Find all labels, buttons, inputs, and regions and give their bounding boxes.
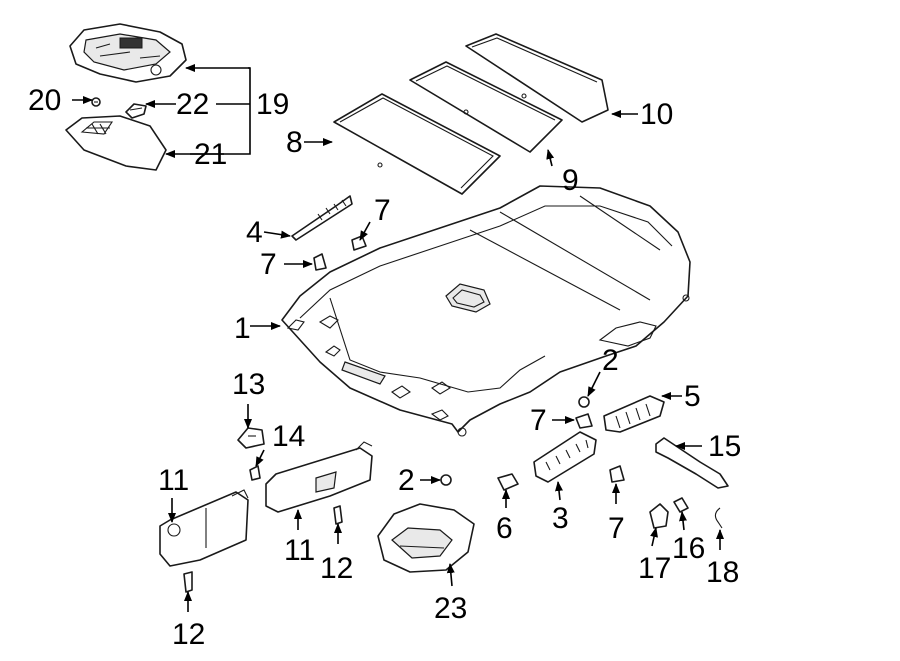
bracket-5 — [603, 395, 665, 433]
callout-2-upper: 2 — [602, 344, 619, 377]
callout-5: 5 — [684, 380, 701, 413]
callout-12-left: 12 — [172, 618, 205, 651]
callout-7-left: 7 — [260, 248, 277, 281]
callout-labels: 1 2 2 3 4 5 6 7 7 7 7 8 9 10 11 11 12 12… — [28, 84, 741, 651]
callout-15: 15 — [708, 430, 741, 463]
callout-11-right: 11 — [284, 534, 315, 567]
callout-19: 19 — [256, 88, 289, 121]
headliner-panel — [281, 185, 691, 437]
callout-20: 20 — [28, 84, 61, 117]
callout-23: 23 — [434, 592, 467, 625]
visor-screw-12-left — [183, 571, 193, 593]
callout-14: 14 — [272, 420, 305, 453]
retainer-6 — [497, 473, 519, 491]
grab-handle-15 — [655, 437, 729, 489]
callout-7-lower: 7 — [608, 512, 625, 545]
dome-light-lens — [65, 115, 167, 171]
callout-11-left: 11 — [158, 464, 189, 497]
callout-1: 1 — [234, 312, 251, 345]
clip-7-lower — [609, 465, 625, 483]
dome-light-bulb — [125, 103, 147, 119]
callout-2-lower: 2 — [398, 464, 415, 497]
visor-screw-12-right — [333, 505, 343, 525]
cap-17 — [649, 503, 669, 529]
clip-7-left — [313, 253, 327, 271]
leader-lines — [72, 64, 724, 612]
sun-visor-right — [265, 441, 373, 513]
callout-22: 22 — [176, 88, 209, 121]
callout-3: 3 — [552, 502, 569, 535]
callout-7-mid: 7 — [530, 404, 547, 437]
bracket-3 — [533, 431, 597, 483]
dome-light-housing — [69, 23, 187, 83]
hook-18 — [714, 507, 723, 529]
roof-panel-10 — [465, 33, 609, 123]
roof-panel-8 — [333, 93, 501, 195]
callout-9: 9 — [562, 164, 579, 197]
visor-screw-14 — [249, 465, 261, 481]
overhead-console-23 — [377, 503, 475, 573]
callout-10: 10 — [640, 98, 673, 131]
screw-2-lower — [440, 474, 452, 486]
callout-17: 17 — [638, 552, 671, 585]
callout-12-right: 12 — [320, 552, 353, 585]
callout-7-upper: 7 — [374, 194, 391, 227]
clip-7-upper — [351, 235, 367, 251]
callout-8: 8 — [286, 126, 303, 159]
clip-16 — [673, 497, 689, 513]
screw-2-upper — [578, 396, 590, 408]
callout-13: 13 — [232, 368, 265, 401]
callout-4: 4 — [246, 216, 263, 249]
sun-visor-left — [159, 489, 249, 567]
visor-clip-13 — [237, 427, 265, 449]
roof-panel-9 — [409, 61, 563, 153]
callout-6: 6 — [496, 512, 513, 545]
dome-light-screw — [91, 97, 101, 107]
clip-7-mid — [575, 413, 593, 429]
callout-21: 21 — [194, 138, 227, 171]
callout-18: 18 — [706, 556, 739, 589]
bracket-4 — [291, 195, 353, 241]
callout-16: 16 — [672, 532, 705, 565]
